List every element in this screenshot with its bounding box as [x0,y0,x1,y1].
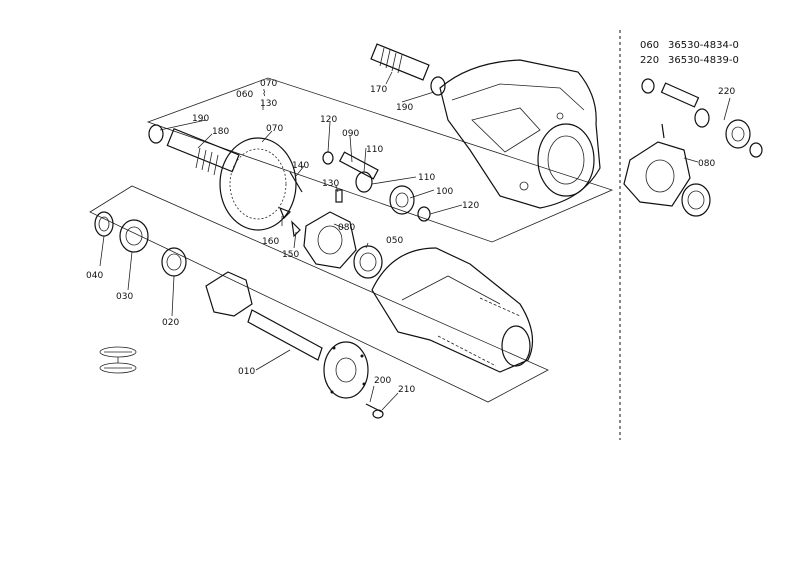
part-labels: 010 020 030 040 050 060 070 ⌇ 130 070 08… [86,79,479,395]
gear-100 [389,185,415,215]
shaft-090 [338,151,379,180]
label-130: 130 [322,179,339,189]
pin-130 [335,189,343,203]
pin-140 [289,171,303,193]
ring-gear-070 [219,137,297,231]
inset-bearing [681,183,711,217]
label-090: 090 [342,129,359,139]
inset-shaft [660,82,700,108]
inset-washer-right [749,142,763,158]
label-150: 150 [282,250,299,260]
axle-shaft-010 [247,309,369,399]
differential-case-080 [291,211,357,269]
inset-gear-220 [725,119,751,149]
label-120-top: 120 [320,115,337,125]
replacement-notes: 060 36530-4834-0 220 36530-4839-0 [640,40,739,66]
shaft-170 [370,43,430,81]
seal-040 [94,211,114,237]
inset-gear-small [694,108,710,128]
inset-washer [641,78,655,94]
inset-assembly: 220 080 [623,78,763,217]
label-110-upper: 110 [366,145,383,155]
axle-housing [371,247,534,373]
label-100: 100 [436,187,453,197]
label-160: 160 [262,237,279,247]
note-code-220: 220 [640,55,659,66]
stamp-icons [99,346,137,374]
label-130-stack: 130 [260,99,277,109]
label-050: 050 [386,236,403,246]
part-160 [278,206,292,220]
inset-label-220: 220 [718,87,735,97]
note-code-060: 060 [640,40,659,51]
bearing-050 [353,245,383,279]
label-170: 170 [370,85,387,95]
inset-label-080: 080 [698,159,715,169]
washer-120-top [322,151,334,165]
label-190-left: 190 [192,114,209,124]
label-030: 030 [116,292,133,302]
label-060-stack: 060 [236,90,253,100]
range-marker: ⌇ [262,88,266,99]
bearing-030 [119,219,149,253]
transmission-housing [439,59,601,209]
nut-210 [372,409,384,419]
spline-collar [205,271,253,317]
label-040: 040 [86,271,103,281]
label-020: 020 [162,318,179,328]
label-180: 180 [212,127,229,137]
label-210: 210 [398,385,415,395]
label-070-stack: 070 [260,79,277,89]
note-number-060: 36530-4834-0 [668,40,739,51]
note-number-220: 36530-4839-0 [668,55,739,66]
leader-lines [99,71,463,411]
inset-differential-case [623,141,691,207]
label-120-right: 120 [462,201,479,211]
label-140: 140 [292,161,309,171]
gear-110 [355,171,373,193]
inset-pin [661,123,665,139]
label-070: 070 [266,124,283,134]
washer-190-left [148,124,164,144]
label-080: 080 [338,223,355,233]
label-110-lower: 110 [418,173,435,183]
group-outlines [89,30,621,440]
label-190-top: 190 [396,103,413,113]
label-010: 010 [238,367,255,377]
washer-190-top [430,76,446,96]
label-200: 200 [374,376,391,386]
washer-120-right [417,206,431,222]
